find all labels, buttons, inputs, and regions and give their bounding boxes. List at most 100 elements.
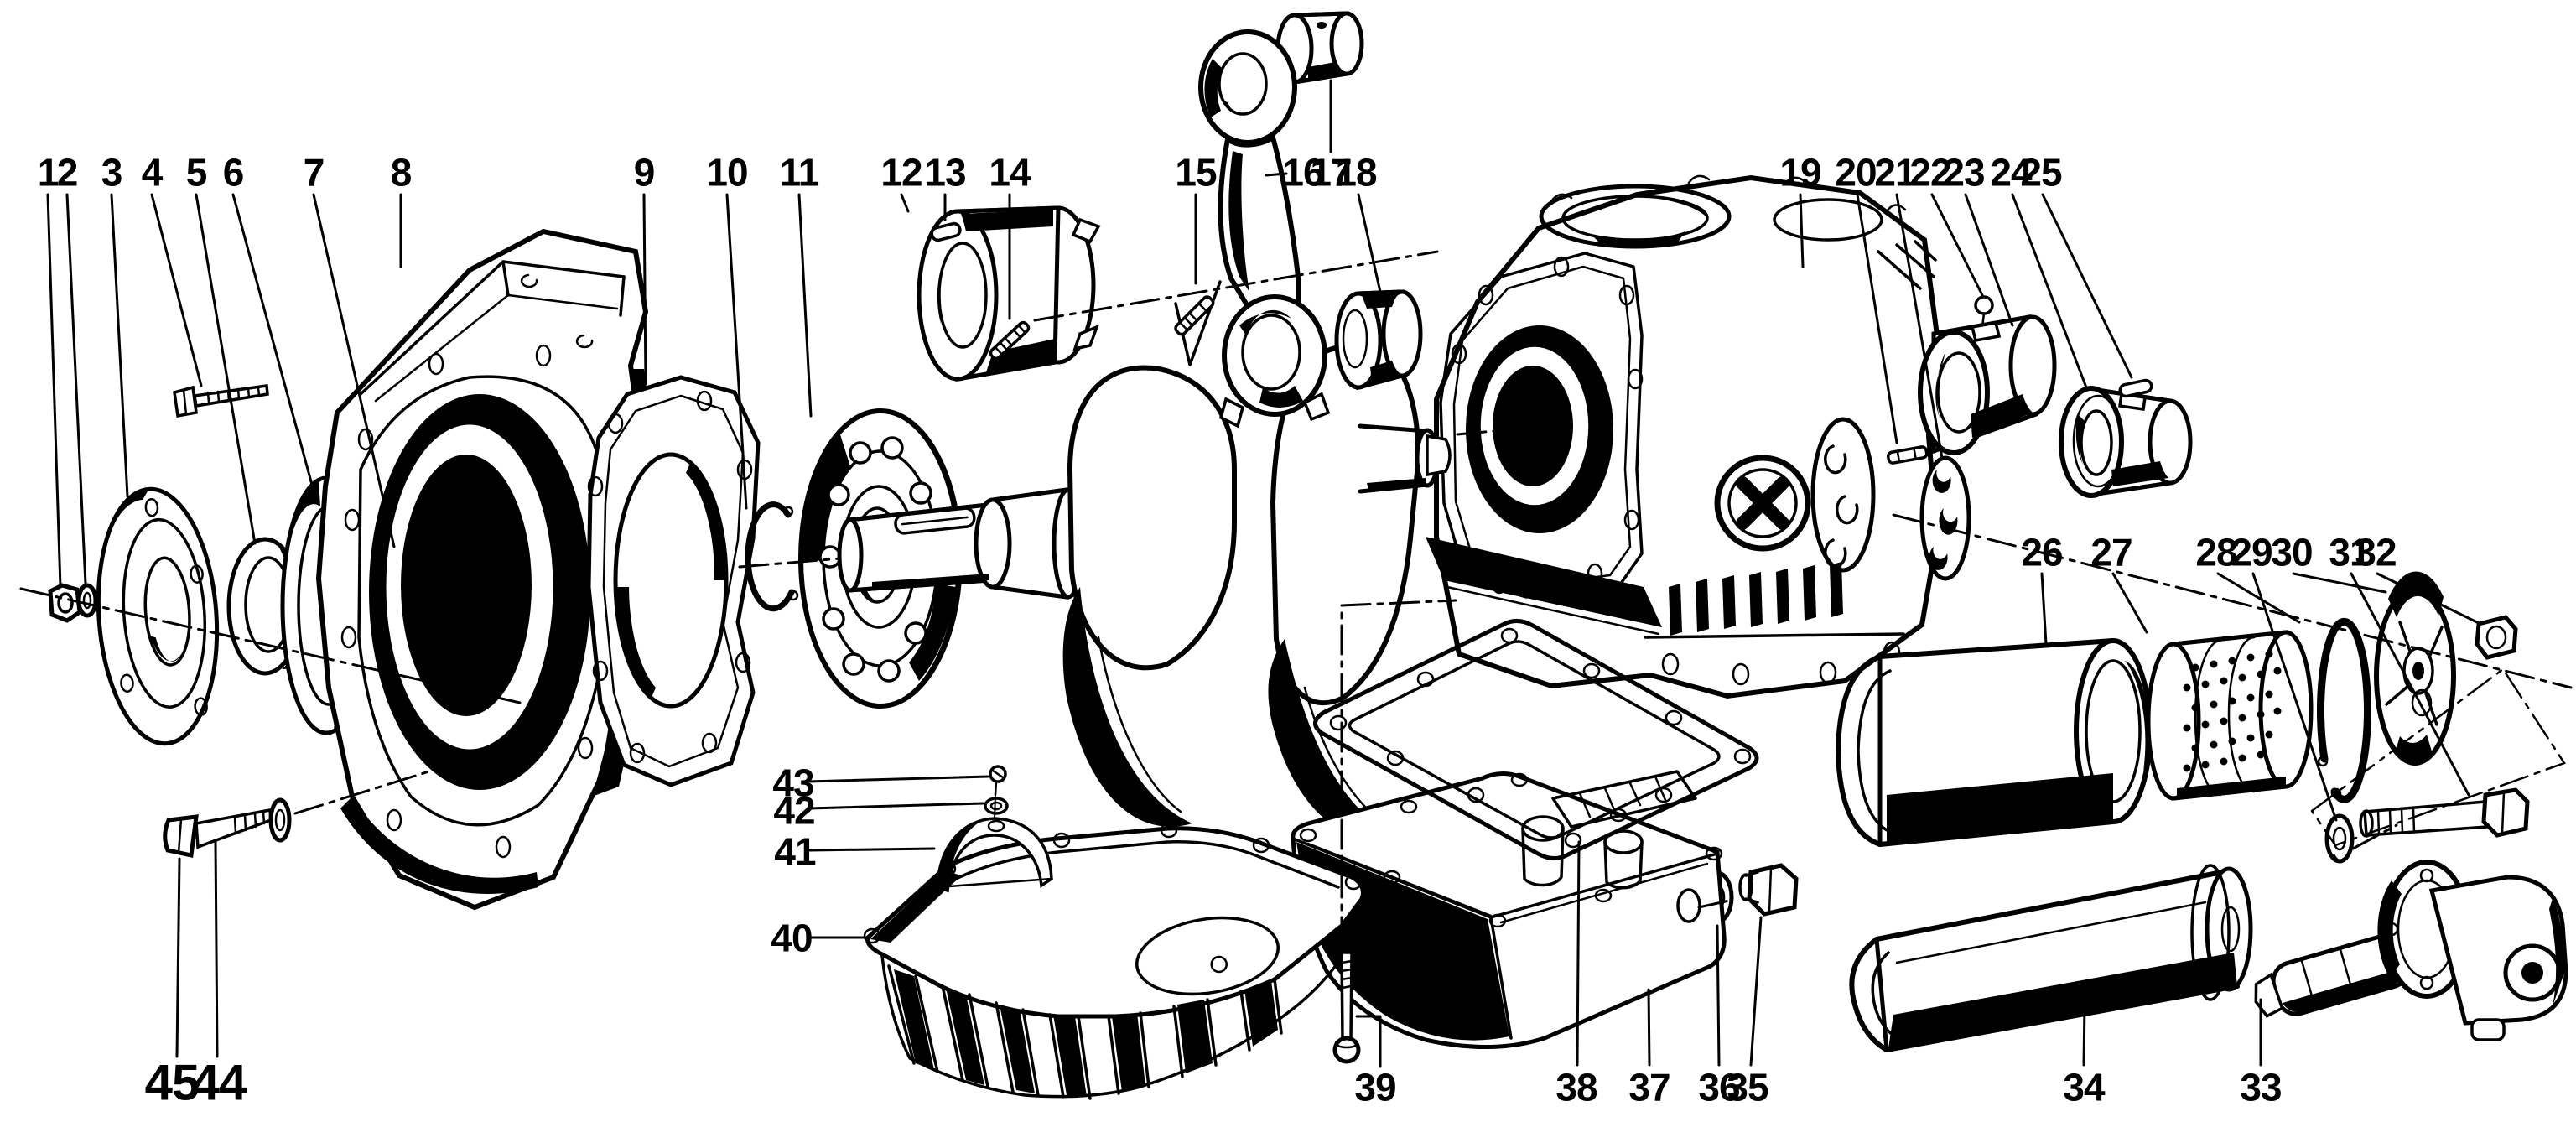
part-art-14-stud <box>989 320 1031 361</box>
leader-line-3 <box>110 193 129 498</box>
part-label-24-camshaft-bush-rear: 24 <box>1990 151 2033 195</box>
part-label-21-thrust-plate: 21 <box>1874 151 1916 195</box>
part-art-39-pan-bolt <box>1332 951 1361 1064</box>
part-label-17-small-end-bush: 17 <box>1310 151 1351 195</box>
part-art-31-cover-bolt <box>2359 787 2530 838</box>
part-art-20-dowel-pin <box>1887 445 1929 465</box>
part-art-32-hex-nut <box>2475 615 2518 660</box>
leader-line-16 <box>1265 172 1288 177</box>
leader-line-18 <box>1357 193 1382 293</box>
part-art-44-washer <box>268 797 292 843</box>
part-label-26-oil-filter-shell: 26 <box>2021 531 2062 574</box>
part-label-19-crankcase: 19 <box>1779 151 1820 195</box>
leader-line-25 <box>2041 193 2133 379</box>
part-label-11-ball-bearing: 11 <box>780 151 819 195</box>
leader-line-22 <box>1930 193 1984 297</box>
part-label-35-drain-plug: 35 <box>1727 1066 1768 1109</box>
leader-line-7 <box>312 193 396 548</box>
part-art-26-oil-filter-shell <box>1836 638 2153 847</box>
part-art-41-baffle-plate <box>936 817 1053 893</box>
pan-bolt-axis <box>1340 599 1457 948</box>
part-art-38-oil-pan-gasket <box>1313 619 1759 860</box>
part-label-27-filter-element: 27 <box>2090 531 2132 574</box>
leader-line-36 <box>1716 924 1721 1067</box>
leader-line-39 <box>1355 1015 1382 1068</box>
centerline <box>738 557 842 569</box>
part-art-34-oil-strainer-cartridge <box>1849 864 2253 1052</box>
part-art-25-woodruff-key <box>2118 378 2153 398</box>
part-art-35-drain-plug <box>1738 863 1799 917</box>
part-label-10-circlip: 10 <box>706 151 747 195</box>
part-label-1-hex-nut: 1 <box>38 151 59 195</box>
leader-line-35 <box>1749 916 1763 1067</box>
part-art-1-hex-nut <box>48 583 82 623</box>
part-art-9-housing-gasket <box>586 375 761 787</box>
part-art-crankshaft <box>837 318 1452 840</box>
part-label-30-filter-cover: 30 <box>2271 531 2312 574</box>
leader-line-41 <box>808 847 936 852</box>
part-label-15-oil-jet-screw: 15 <box>1175 151 1217 195</box>
part-label-25-woodruff-key: 25 <box>2020 151 2062 195</box>
part-label-43-screw: 43 <box>772 761 813 805</box>
crank-axis-right <box>1456 428 1513 436</box>
part-label-20-dowel-pin: 20 <box>1835 151 1876 195</box>
part-label-40-finned-sump: 40 <box>771 917 812 960</box>
part-label-6-gasket-ring: 6 <box>223 151 244 195</box>
filter-axis <box>1892 513 2573 689</box>
leader-line-6 <box>231 193 314 486</box>
part-art-21-thrust-plate <box>1919 455 1971 581</box>
part-label-32-hex-nut: 32 <box>2355 531 2396 574</box>
part-label-2-washer: 2 <box>57 151 78 195</box>
part-art-10-circlip <box>745 501 799 612</box>
part-label-14-stud: 14 <box>989 151 1031 195</box>
leader-line-9 <box>642 193 647 386</box>
leader-line-23 <box>1964 193 2014 327</box>
part-label-34-oil-strainer-cartridge: 34 <box>2063 1066 2106 1109</box>
part-art-16-connecting-rod <box>1198 29 1331 429</box>
part-label-38-oil-pan-gasket: 38 <box>1555 1066 1597 1109</box>
part-label-31-cover-bolt: 31 <box>2329 531 2371 574</box>
bolt31-link <box>2351 823 2398 850</box>
leader-line-44 <box>214 840 219 1058</box>
leader-line-19 <box>1799 193 1805 268</box>
leader-line-4 <box>150 193 203 387</box>
part-art-40-finned-sump <box>863 822 1365 1100</box>
part-label-45-hex-bolt: 45 <box>145 1055 200 1111</box>
part-art-19-crankcase <box>1426 174 1940 699</box>
leader-line-5 <box>195 193 257 545</box>
part-label-44-washer: 44 <box>192 1055 247 1111</box>
part-art-2-washer <box>76 583 98 618</box>
part-label-22-detent-ball: 22 <box>1909 151 1950 195</box>
leader-line-21 <box>1895 193 1944 460</box>
part-label-23-camshaft-bush-front: 23 <box>1943 151 1984 195</box>
part-label-18-big-end-bush: 18 <box>1335 151 1377 195</box>
part-label-36-seal-washer: 36 <box>1698 1066 1739 1109</box>
leader-line-32 <box>2376 572 2482 626</box>
leader-line-31 <box>2350 572 2470 797</box>
part-label-12-bearing-bush: 12 <box>880 151 922 195</box>
centerlines-layer <box>19 250 2573 948</box>
leader-line-26 <box>2040 572 2048 646</box>
part-art-12-bearing-bush <box>917 205 1101 382</box>
leader-line-45 <box>175 857 181 1058</box>
part-label-39-pan-bolt: 39 <box>1354 1066 1395 1109</box>
part-label-3-oil-seal-retainer: 3 <box>101 151 122 195</box>
part-label-37-oil-pan: 37 <box>1628 1066 1670 1109</box>
leader-line-11 <box>797 193 813 418</box>
leader-line-28 <box>2216 572 2301 624</box>
part-label-42-washer: 42 <box>773 789 814 833</box>
leader-line-29 <box>2251 572 2338 822</box>
leader-line-20 <box>1856 193 1898 444</box>
part-art-8-flywheel-housing <box>315 228 652 911</box>
part-art-15-oil-jet-screw <box>1174 280 1222 366</box>
part-art-22-detent-ball <box>1974 295 1994 329</box>
leader-line-34 <box>2082 1003 2086 1067</box>
part-label-13-woodruff-key: 13 <box>924 151 965 195</box>
part-art-28-snap-ring <box>2316 617 2371 803</box>
part-art-43-screw <box>989 765 1007 819</box>
bolt45-axis <box>293 750 495 815</box>
part-art-13-woodruff-key <box>930 221 962 242</box>
leader-line-10 <box>725 193 748 510</box>
